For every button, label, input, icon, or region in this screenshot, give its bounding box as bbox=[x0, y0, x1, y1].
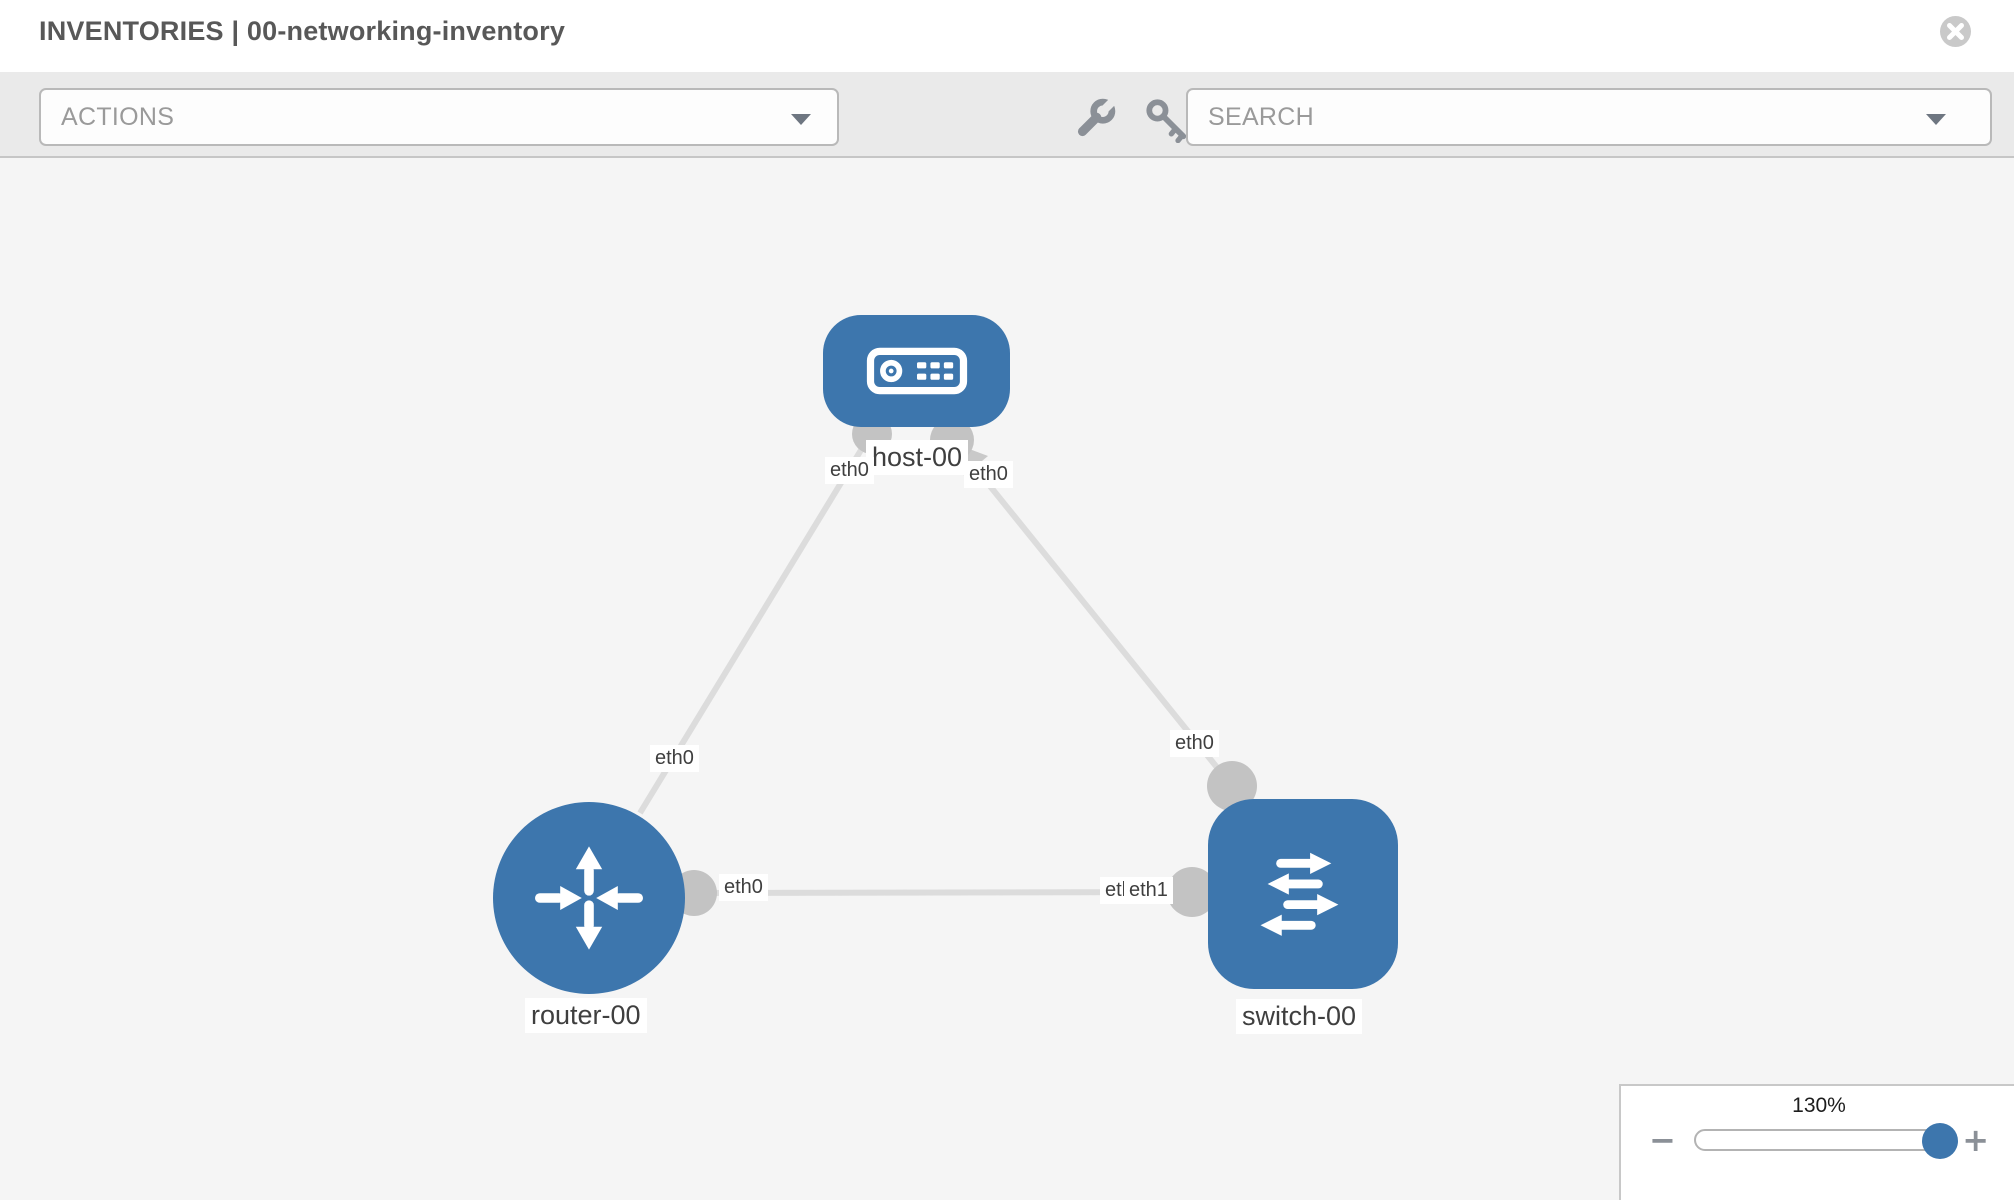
link-host-switch[interactable] bbox=[949, 437, 1235, 788]
node-label-switch: switch-00 bbox=[1236, 999, 1363, 1034]
zoom-out-button[interactable]: − bbox=[1649, 1121, 1676, 1159]
key-icon bbox=[1146, 99, 1187, 143]
interface-label: eth0 bbox=[719, 874, 768, 901]
connector-switch-left bbox=[1167, 867, 1217, 917]
wrench-icon bbox=[1077, 97, 1117, 137]
close-x-glyph bbox=[1947, 23, 1964, 40]
actions-dropdown[interactable]: ACTIONS bbox=[39, 88, 839, 146]
node-label-host: host-00 bbox=[866, 440, 969, 475]
router-icon bbox=[535, 846, 643, 950]
search-dropdown-label: SEARCH bbox=[1208, 102, 1314, 131]
host-icon bbox=[866, 347, 967, 395]
interface-label: eth0 bbox=[1170, 730, 1219, 757]
interface-label: eth0 bbox=[825, 457, 874, 484]
connector-switch-top bbox=[1207, 761, 1257, 811]
search-dropdown[interactable]: SEARCH bbox=[1186, 88, 1992, 146]
interface-label: eth0 bbox=[650, 745, 699, 772]
zoom-panel: 130% − + bbox=[1619, 1084, 2014, 1200]
node-switch-00[interactable] bbox=[1208, 799, 1398, 989]
zoom-slider-handle[interactable] bbox=[1921, 1123, 1958, 1159]
page-title: INVENTORIES | 00-networking-inventory bbox=[39, 16, 566, 46]
node-label-router: router-00 bbox=[525, 998, 647, 1033]
credentials-button[interactable] bbox=[1143, 96, 1191, 144]
node-host-00[interactable] bbox=[823, 315, 1010, 427]
switch-icon bbox=[1260, 852, 1339, 936]
toolbar: ACTIONS SEARCH bbox=[0, 72, 2014, 158]
interface-label: eth0 bbox=[964, 461, 1013, 488]
zoom-slider-track[interactable] bbox=[1693, 1123, 1958, 1159]
chevron-down-icon bbox=[791, 114, 811, 125]
configure-button[interactable] bbox=[1070, 96, 1118, 144]
zoom-in-button[interactable]: + bbox=[1962, 1121, 1989, 1159]
chevron-down-icon bbox=[1926, 114, 1946, 125]
node-router-00[interactable] bbox=[493, 802, 685, 994]
header: INVENTORIES | 00-networking-inventory bbox=[0, 0, 2014, 72]
interface-label: eth1 bbox=[1124, 877, 1173, 904]
topology-canvas[interactable]: host-00 router-00 switch-00 eth0 eth0 et… bbox=[0, 158, 2014, 1200]
close-icon[interactable] bbox=[1940, 16, 1971, 47]
actions-dropdown-label: ACTIONS bbox=[61, 102, 175, 131]
topology-links-layer bbox=[637, 414, 1257, 917]
zoom-level-value: 130% bbox=[1792, 1094, 1846, 1117]
